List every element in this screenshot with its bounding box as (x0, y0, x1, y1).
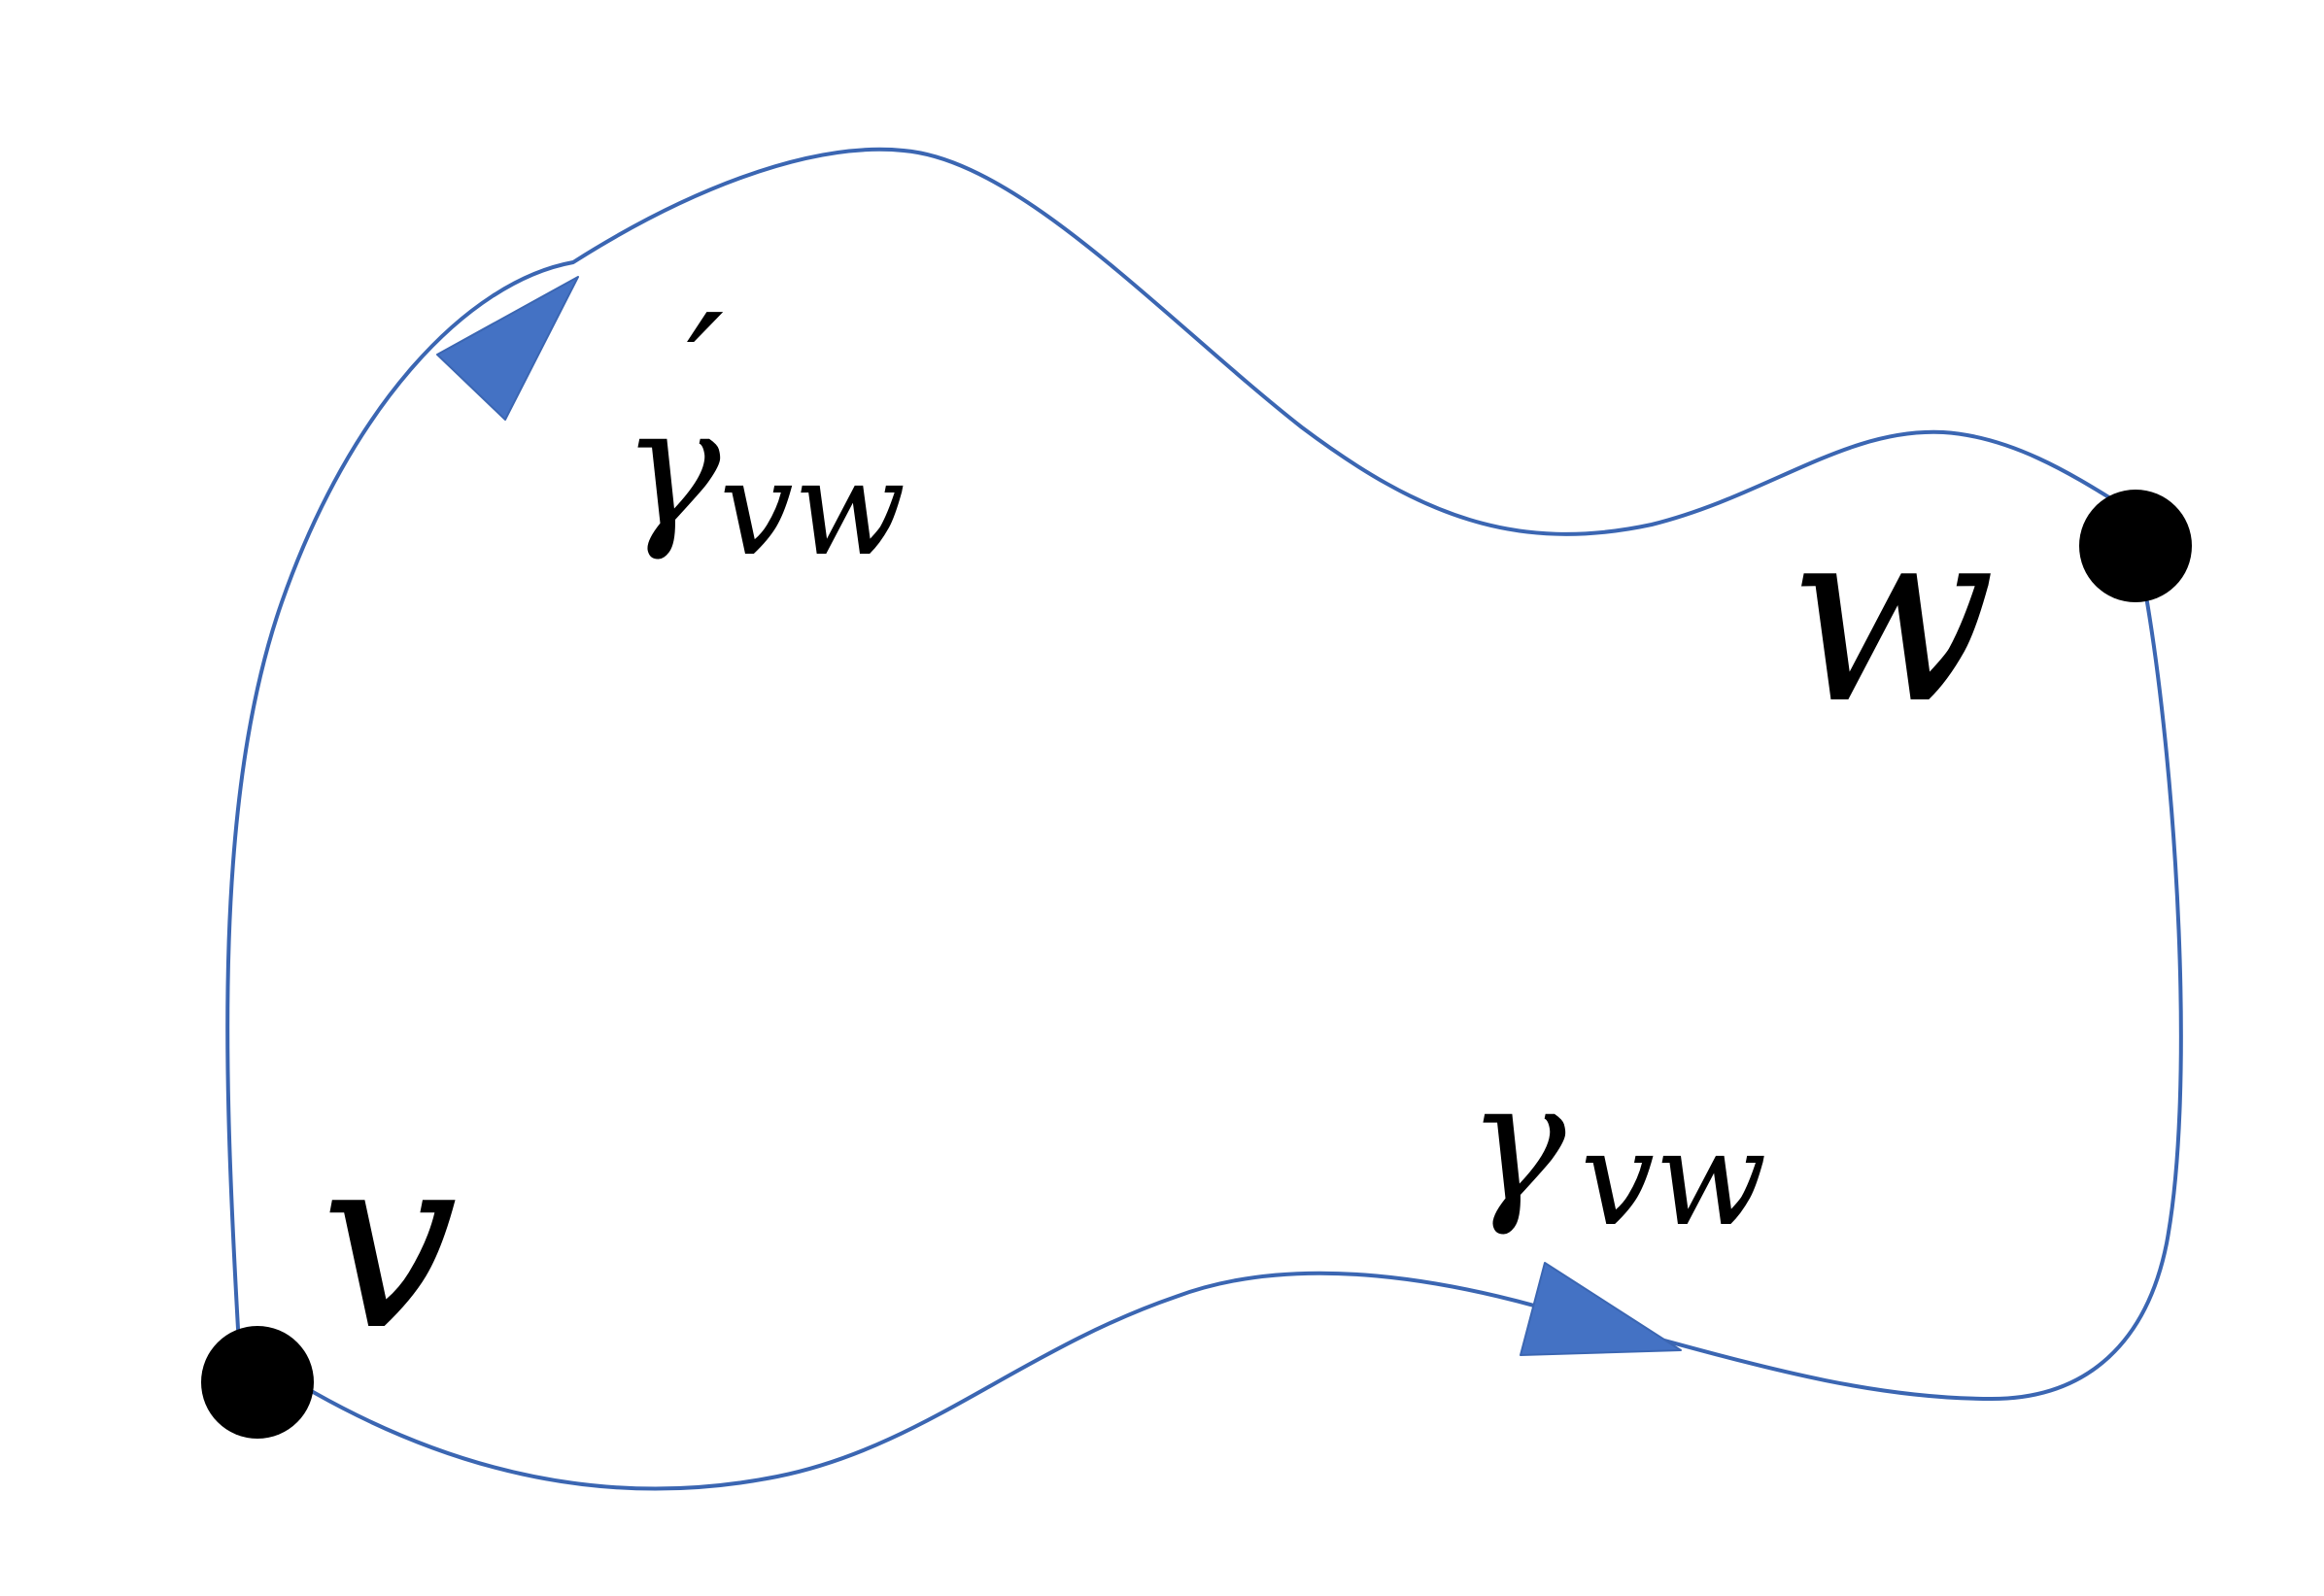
path-label-gamma-prime-subscript: vw (719, 432, 906, 585)
path-label-gamma-prime-mark: ′ (687, 280, 725, 472)
vertex-w-dot (2079, 490, 2192, 602)
path-label-gamma-vw: γ vw (1467, 1047, 1767, 1255)
vertex-v-label: v (321, 1101, 458, 1383)
arrowhead-gamma-vw (1520, 1262, 1682, 1356)
path-label-gamma-prime-vw: γ ′ vw (622, 280, 906, 585)
vertex-v-dot (201, 1326, 314, 1439)
path-label-gamma-subscript: vw (1581, 1103, 1767, 1255)
arrowhead-gamma-prime-vw (436, 276, 579, 421)
vertex-w-label: w (1788, 474, 1996, 757)
path-gamma-prime-vw (225, 147, 2139, 1331)
path-label-gamma-symbol: γ (1467, 1047, 1566, 1239)
path-label-gamma-prime-symbol: γ (622, 372, 721, 564)
